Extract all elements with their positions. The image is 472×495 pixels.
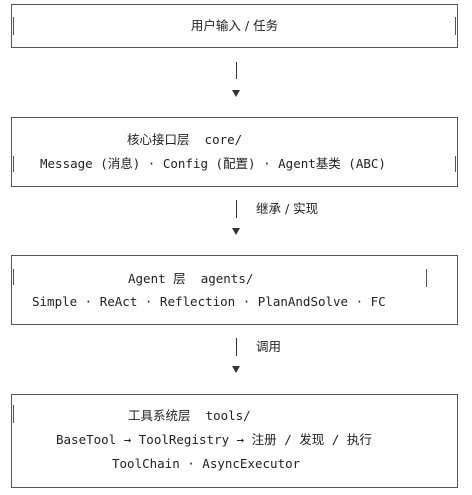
connector-1-arrow-icon [232, 90, 240, 97]
core-layer-left-bar [13, 156, 14, 172]
tools-layer-left-bar [13, 405, 14, 423]
agent-layer-title: Agent 层 agents/ [128, 271, 254, 286]
core-layer-box: 核心接口层 core/ Message (消息) · Config (配置) ·… [11, 117, 458, 187]
tools-layer-title: 工具系统层 tools/ [128, 408, 251, 423]
core-layer-title: 核心接口层 core/ [127, 132, 243, 147]
agent-layer-items: Simple · ReAct · Reflection · PlanAndSol… [32, 294, 386, 309]
connector-3-bar [236, 338, 237, 356]
core-layer-items: Message (消息) · Config (配置) · Agent基类 (AB… [40, 156, 386, 171]
connector-2-bar [236, 200, 237, 218]
connector-1-bar [236, 62, 237, 79]
connector-2-arrow-icon [232, 228, 240, 235]
input-box-right-bar [455, 17, 456, 35]
input-box: 用户输入 / 任务 [11, 4, 458, 48]
tools-layer-line2: BaseTool → ToolRegistry → 注册 / 发现 / 执行 [56, 432, 372, 447]
tools-layer-box: 工具系统层 tools/ BaseTool → ToolRegistry → 注… [11, 394, 458, 488]
agent-layer-left-bar [13, 269, 14, 285]
connector-3-arrow-icon [232, 366, 240, 373]
input-box-left-bar [13, 17, 14, 35]
connector-2-label: 继承 / 实现 [256, 201, 319, 216]
input-box-title: 用户输入 / 任务 [190, 18, 279, 33]
core-layer-right-bar [455, 156, 456, 172]
connector-3-label: 调用 [256, 339, 282, 354]
tools-layer-line3: ToolChain · AsyncExecutor [112, 456, 301, 471]
agent-layer-right-bar [426, 269, 427, 287]
agent-layer-box: Agent 层 agents/ Simple · ReAct · Reflect… [11, 255, 458, 325]
